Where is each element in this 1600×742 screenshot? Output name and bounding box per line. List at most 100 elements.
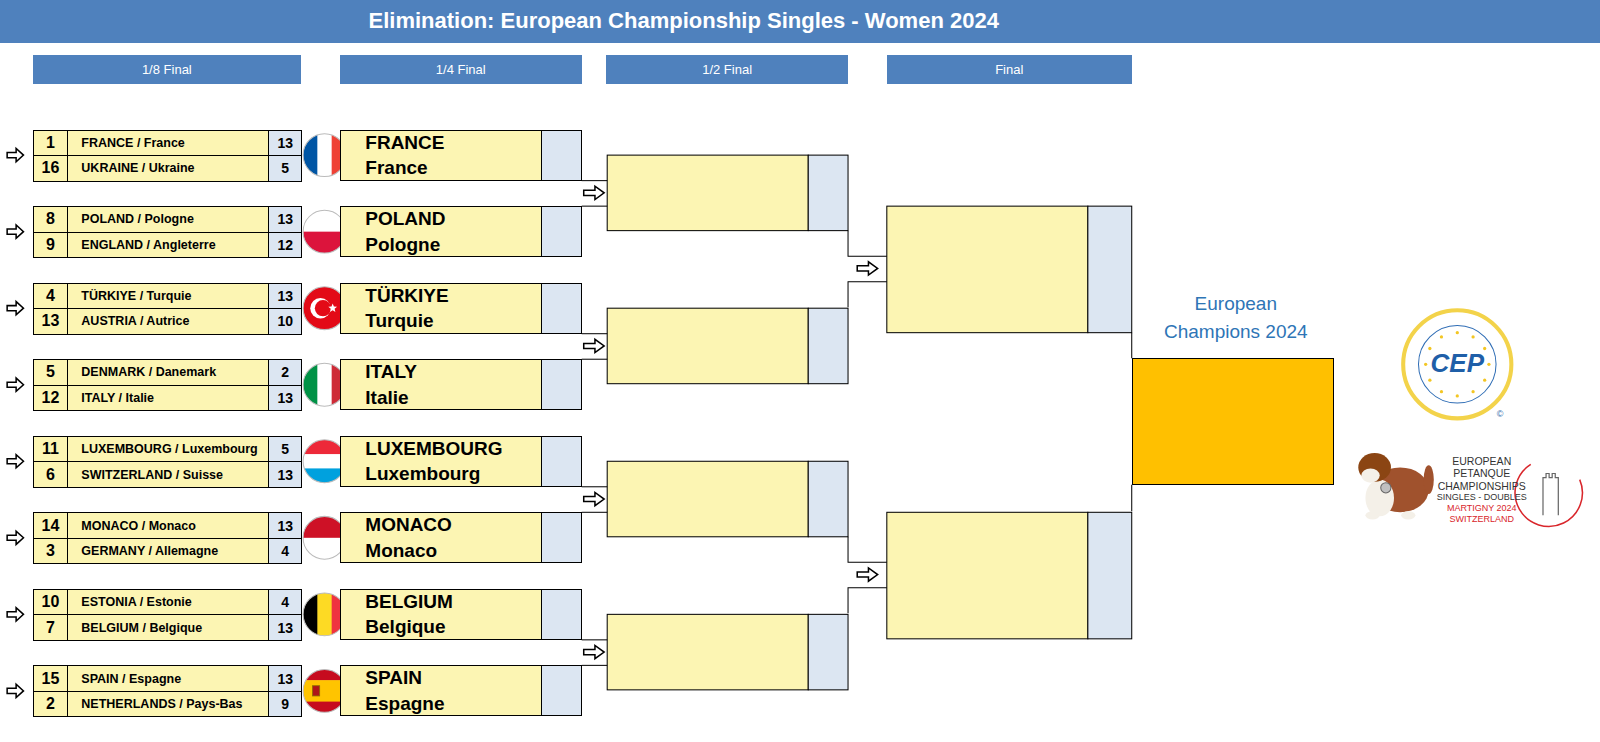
score-cell: 10 [268,308,302,335]
team-cell: TÜRKIYE / Turquie [67,283,269,310]
round-title: 1/8 Final [142,62,192,77]
title-band: Elimination: European Championship Singl… [0,0,1600,43]
dog-paw [1365,511,1379,519]
country-name: FRANCE [365,130,444,156]
country-name-fr: Espagne [365,691,444,717]
logo-star [1487,363,1490,366]
seed-number: 1 [46,134,55,152]
team-cell: ENGLAND / Angleterre [67,232,269,259]
quarterfinal-box: POLANDPologne [340,206,582,257]
team-name: ENGLAND / Angleterre [81,238,215,252]
score: 13 [277,135,293,151]
seed-cell: 6 [33,461,69,488]
score: 13 [277,518,293,534]
score-cell: 13 [268,665,302,692]
team-name: BELGIUM / Belgique [81,621,202,635]
quarterfinal-box: FRANCEFrance [340,130,582,181]
arrow-symbol [857,568,877,581]
country-name-fr: Turquie [365,308,433,334]
team-name: POLAND / Pologne [81,212,194,226]
dog-chest [1365,480,1394,517]
team-cell: ESTONIA / Estonie [67,589,269,616]
seed-number: 6 [46,466,55,484]
arrow-symbol [7,378,23,391]
seed-number: 8 [46,210,55,228]
round-title: Final [995,62,1023,77]
qf-score-box [541,436,582,487]
logo-ring [1403,310,1511,418]
score: 4 [281,543,289,559]
score-cell: 9 [268,691,302,718]
score-cell: 13 [268,614,302,641]
match-box: 14MONACO / Monaco133GERMANY / Allemagne4 [33,512,301,563]
qf-score-box [541,665,582,716]
flag-stripe [303,363,318,406]
score-cell: 2 [268,359,302,386]
qf-score-box [541,130,582,181]
bracket-line [1131,333,1132,359]
seed-number: 5 [46,363,55,381]
quarterfinal-box: TÜRKIYETurquie [340,283,582,334]
flag-stripe [317,363,332,406]
team-cell: NETHERLANDS / Pays-Bas [67,691,269,718]
score: 13 [277,467,293,483]
empty-score-box [1088,206,1132,333]
team-cell: AUSTRIA / Autrice [67,308,269,335]
flag-emblem [313,686,320,696]
round-title: 1/4 Final [436,62,486,77]
qf-score-box [541,359,582,410]
logo-letters: CEP [1416,349,1498,378]
flag-stripe [303,593,318,636]
bracket-line [582,665,608,666]
logo-star [1424,363,1427,366]
bracket-line [582,486,608,487]
seed-cell: 7 [33,614,69,641]
country-name-fr: Pologne [365,232,440,258]
seed-number: 14 [42,517,60,535]
team-name: AUSTRIA / Autrice [81,314,189,328]
logo-star [1471,390,1474,393]
event-logo-text: PETANQUE [1426,468,1538,480]
flag-stripe [303,134,318,177]
flag-crescent [310,298,330,318]
seed-cell: 4 [33,283,69,310]
score: 10 [277,313,293,329]
arrow-symbol [7,684,23,697]
seed-cell: 15 [33,665,69,692]
logo-star [1483,379,1486,382]
logo-star [1456,331,1459,334]
arrow-symbol [7,455,23,468]
seed-number: 11 [42,440,59,458]
seed-number: 9 [46,236,55,254]
score: 4 [281,594,289,610]
score-cell: 13 [268,283,302,310]
score-cell: 4 [268,538,302,565]
empty-name-box [607,461,808,537]
seed-cell: 14 [33,512,69,539]
team-cell: GERMANY / Allemagne [67,538,269,565]
country-name: BELGIUM [365,589,453,615]
team-cell: UKRAINE / Ukraine [67,155,269,182]
qf-score-box [541,589,582,640]
score: 12 [277,237,293,253]
team-name: TÜRKIYE / Turquie [81,289,191,303]
empty-score-box [808,614,848,690]
seed-cell: 9 [33,232,69,259]
seed-number: 16 [42,159,60,177]
flag-star [328,304,337,312]
empty-score-box [808,461,848,537]
score: 13 [277,620,293,636]
arrow-symbol [857,262,877,275]
qf-score-box [541,512,582,563]
team-cell: DENMARK / Danemark [67,359,269,386]
score-cell: 5 [268,436,302,463]
score-cell: 12 [268,232,302,259]
bracket-line [582,333,608,334]
seed-cell: 11 [33,436,69,463]
logo-star [1440,390,1443,393]
bracket-line [848,282,887,308]
empty-score-box [808,308,848,384]
country-name: ITALY [365,359,417,385]
tower-outline [1543,474,1558,516]
seed-cell: 13 [33,308,69,335]
